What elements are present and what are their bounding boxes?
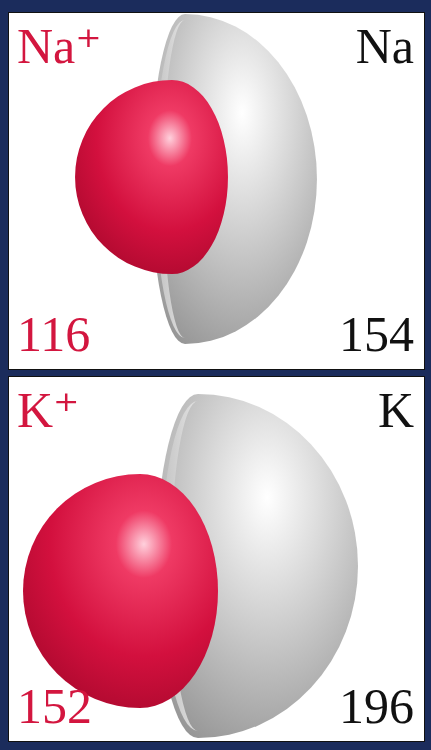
ion-sphere [23, 474, 218, 708]
ion-radius: 116 [17, 309, 90, 359]
panel-ground [8, 12, 425, 370]
ion-panel: K⁺ K 152 196 [8, 376, 425, 742]
ion-panel: Na⁺ Na 116 154 [8, 12, 425, 370]
ion-radius: 152 [17, 681, 92, 731]
atom-radius: 196 [339, 681, 414, 731]
ion-symbol: Na⁺ [17, 21, 102, 71]
atom-symbol: Na [356, 21, 414, 71]
atom-radius: 154 [339, 309, 414, 359]
panel-ground [8, 376, 425, 742]
ion-sphere [75, 80, 228, 274]
atom-symbol: K [378, 385, 414, 435]
ion-symbol: K⁺ [17, 385, 80, 435]
